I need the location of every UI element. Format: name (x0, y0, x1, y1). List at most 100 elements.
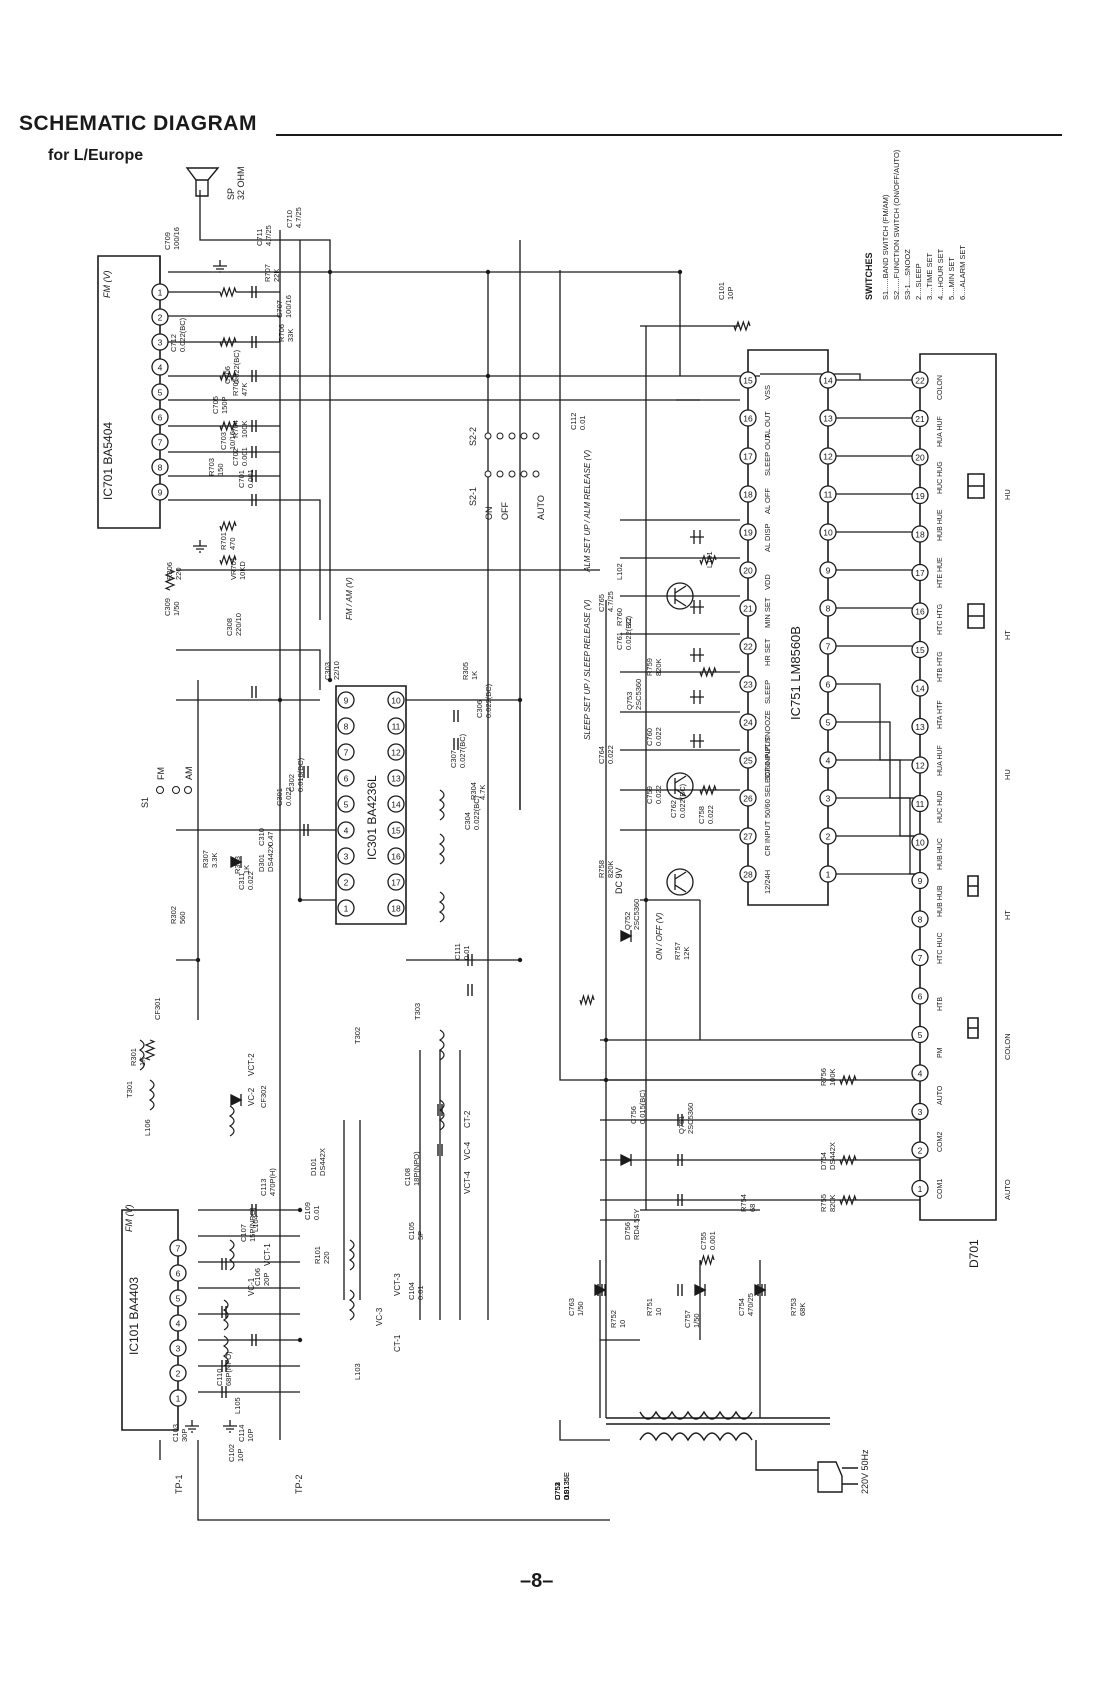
d701-pin-label: HTC HTG (937, 604, 944, 635)
ic101-label: IC101 BA4403 (127, 1277, 141, 1355)
component-value: 220 (174, 567, 183, 580)
variable-capacitor-label: VC-4 (463, 1141, 472, 1160)
wiring (159, 190, 920, 1521)
junction (517, 957, 523, 963)
ic751-pin-top-number: 17 (743, 452, 753, 462)
ic301-pin-number: 15 (391, 826, 401, 836)
d701-pin: 8 (911, 910, 929, 928)
resistor (579, 993, 595, 1007)
component-value: 0.01 (578, 415, 587, 430)
capacitor (467, 984, 473, 996)
junction (485, 373, 491, 379)
capacitor (453, 710, 459, 722)
resistor (219, 554, 237, 566)
component-ref: C105 (407, 1222, 416, 1240)
component-ref: C308 (225, 618, 234, 636)
ic751-pin-bottom-number: 1 (826, 870, 831, 880)
ic301-pin-number: 2 (344, 878, 349, 888)
ic301-pin: 3 (337, 847, 355, 865)
d701-pin: 5 (911, 1025, 929, 1044)
ic751-pin-bottom: 5 (819, 713, 837, 731)
component-value: 22K (272, 269, 281, 282)
variable-capacitor-label: CT-2 (463, 1110, 472, 1128)
component-value: RD4.5SY (632, 1209, 641, 1240)
component-value: 0.022(BC) (232, 349, 241, 384)
ic751-pin-top: 22 (739, 637, 757, 655)
ic751-pin-top: 18 (739, 485, 757, 503)
ic751-pin-label: HR SET (763, 638, 772, 666)
capacitor (303, 766, 309, 778)
component-value: 0.001 (240, 447, 249, 466)
junction (603, 1037, 609, 1043)
ic701-pin: 1 (151, 283, 169, 301)
ic751-pin-bottom-number: 10 (823, 528, 833, 538)
switch-s2: S2-1 S2-2 ON OFF AUTO (468, 427, 546, 520)
component-ref: C304 (463, 812, 472, 830)
component-ref: C107 (239, 1224, 248, 1242)
ic101-pin: 2 (169, 1364, 187, 1382)
inductor (228, 1239, 235, 1271)
component-ref: C710 (285, 210, 294, 228)
component-ref: R707 (263, 264, 272, 282)
d701-pin-number: 22 (915, 376, 925, 386)
ic301-pin: 4 (337, 821, 355, 839)
switch-legend-items: S1......BAND SWITCH (FM/AM)S2......FUNCT… (881, 149, 967, 300)
alarm-setup-note: ALM SET UP / ALM RELEASE (V) (583, 450, 592, 573)
ic301-pin-number: 4 (344, 826, 349, 836)
component-value: 0.018(BC) (296, 757, 305, 792)
ic301-pin: 11 (387, 717, 405, 735)
component-value: 470 (228, 537, 237, 550)
component-ref: R305 (461, 662, 470, 680)
component-ref: C310 (257, 828, 266, 846)
ic701-pin-number: 1 (158, 288, 163, 298)
ic751-pin-top: 28 (739, 865, 757, 883)
ic301-pin: 15 (387, 821, 405, 839)
ic751-pin-label: VSS (763, 385, 772, 400)
ic751-pin-top: 20 (739, 561, 757, 579)
component-ref: R307 (201, 850, 210, 868)
d701-pin-number: 19 (915, 491, 925, 501)
component-ref: C765 (597, 594, 606, 612)
component-ref: C707 (275, 300, 284, 318)
inductor (348, 1239, 355, 1271)
ic751-pin-top-number: 26 (743, 794, 753, 804)
ic751-pin-label: 12/24H (763, 870, 772, 894)
page-number: –8– (520, 1570, 554, 1592)
component-ref: CF302 (259, 1085, 268, 1108)
d701-pin-number: 3 (918, 1107, 923, 1117)
ic301-pin-number: 5 (344, 800, 349, 810)
d701-pin-label: HUC HUD (937, 791, 944, 823)
d701-pin: 10 (911, 833, 929, 851)
component-value: 0.022(BC) (678, 783, 687, 818)
d701-pin: 4 (911, 1064, 929, 1082)
resistor (144, 1039, 156, 1061)
component-ref: R301 (129, 1048, 138, 1066)
ic751-pins: 1516171819202122232425262728141312111098… (739, 371, 837, 894)
junction (297, 1207, 303, 1213)
ic301-pin: 14 (387, 795, 405, 813)
component-ref: C754 (737, 1298, 746, 1316)
ic101-pin-number: 5 (176, 1294, 181, 1304)
ic751-pin-label: VDD (763, 574, 772, 590)
component-ref: C753 (553, 1482, 562, 1500)
ic751-pin-top: 19 (739, 523, 757, 541)
component-ref: R756 (819, 1068, 828, 1086)
component-value: 10KD (238, 561, 247, 580)
capacitor (251, 446, 257, 458)
switch-legend-item: 4....HOUR SET (936, 248, 945, 300)
d701-pin: 22 (911, 371, 929, 389)
variable-capacitor-label: VC-2 (247, 1087, 256, 1106)
seven-segment-digits (967, 473, 985, 1039)
component-value: DS135E (562, 1472, 571, 1500)
diode (594, 1283, 607, 1297)
ic751-pin-bottom: 4 (819, 751, 837, 769)
tp1-label: TP-1 (174, 1474, 184, 1494)
ic751-pin-label: SLEEP OUT (763, 434, 772, 476)
junction (297, 1337, 303, 1343)
component-ref: C759 (645, 786, 654, 804)
ic751-label: IC751 LM8560B (788, 626, 803, 720)
page-subtitle: for L/Europe (48, 147, 144, 164)
component-ref: C309 (163, 598, 172, 616)
